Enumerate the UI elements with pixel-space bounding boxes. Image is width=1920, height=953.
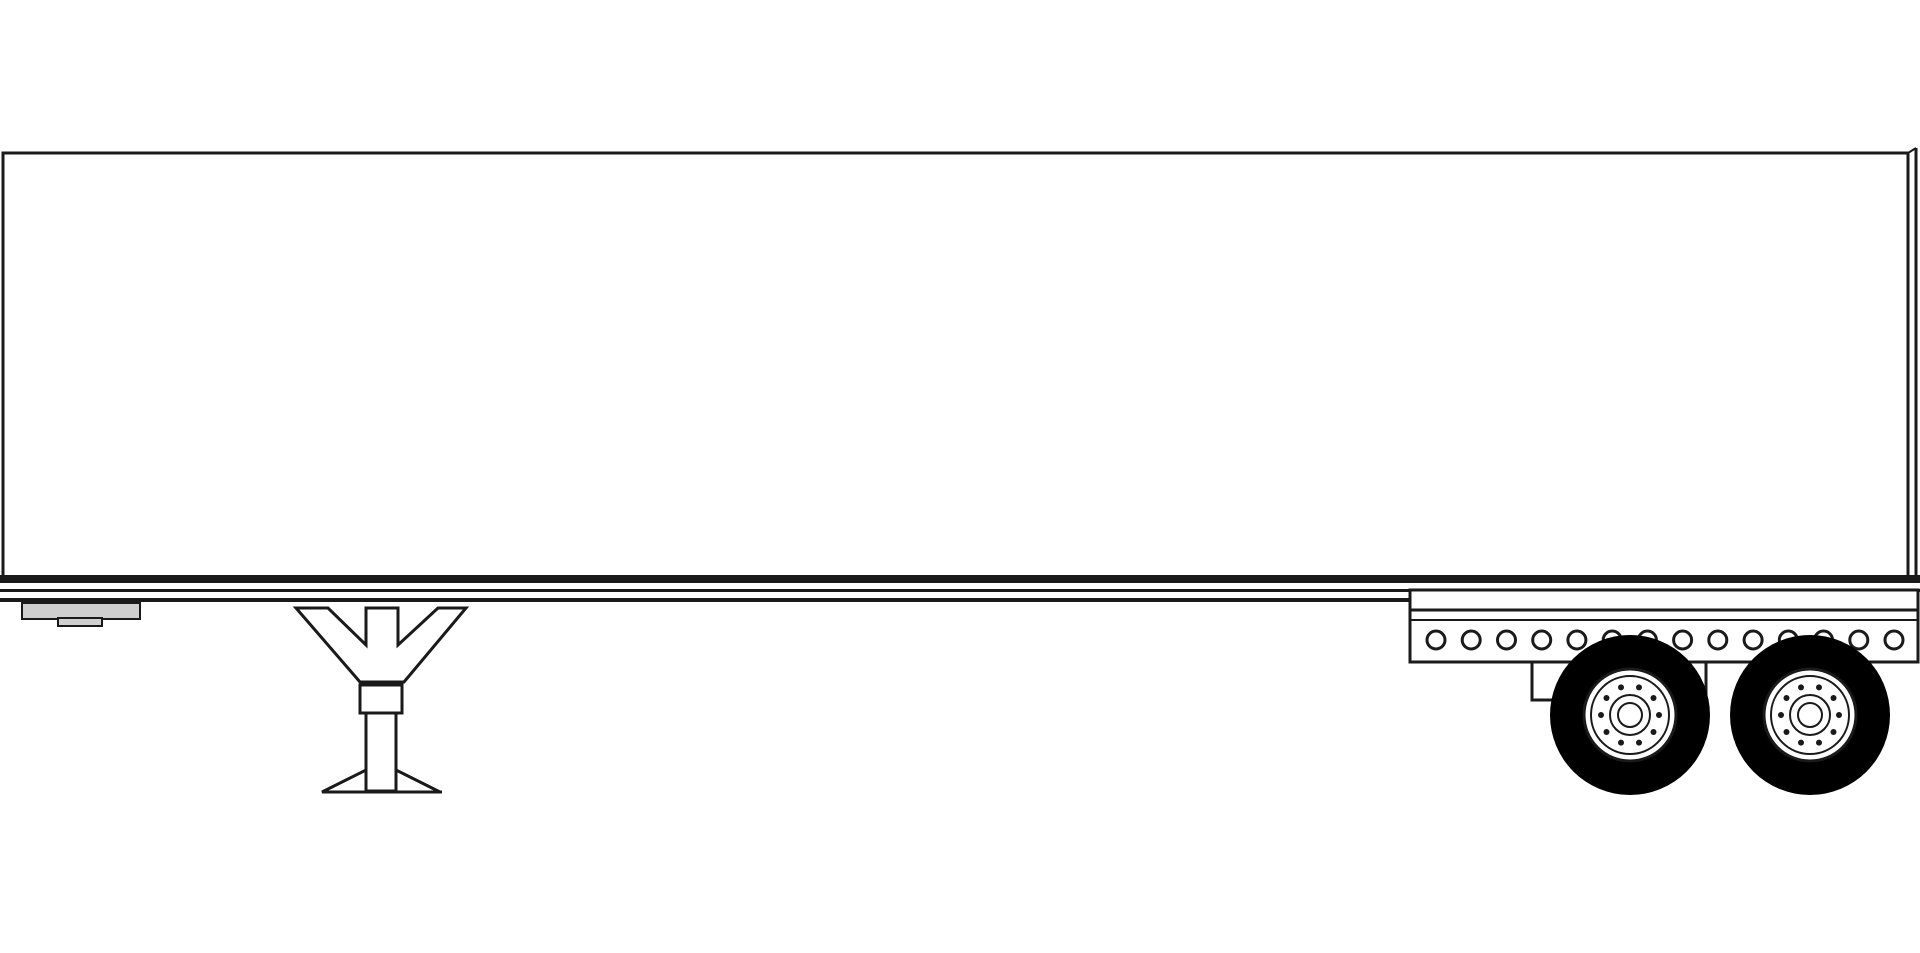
- wheel-bolt: [1636, 739, 1642, 746]
- bogie-hole: [1742, 629, 1764, 651]
- wheel-bolt: [1798, 684, 1804, 691]
- wheel-bolt: [1598, 712, 1604, 718]
- bogie-hole: [1707, 629, 1729, 651]
- wheel-bolt: [1783, 729, 1790, 735]
- landing-gear-leg: [364, 711, 398, 793]
- bogie-hole: [1672, 629, 1694, 651]
- floor-rail-gap: [0, 583, 1920, 589]
- wheel-rim-inner: [1590, 675, 1670, 755]
- wheel-bolt: [1618, 684, 1624, 691]
- wheel-bolt: [1656, 712, 1662, 718]
- kingpin-plate-lower: [57, 617, 103, 627]
- wheel-hub-cap: [1797, 702, 1823, 728]
- wheel-bolt: [1816, 684, 1822, 691]
- wheel: [1550, 635, 1710, 795]
- landing-gear: [292, 606, 470, 794]
- wheel-bolt: [1836, 712, 1842, 718]
- wheel-bolt: [1778, 712, 1784, 718]
- floor-rail-top: [0, 575, 1920, 583]
- bogie-hole: [1848, 629, 1870, 651]
- wheel-hub-cap: [1617, 702, 1643, 728]
- wheel-rim-inner: [1770, 675, 1850, 755]
- trailer-box: [1, 147, 1918, 585]
- kingpin-plate: [21, 602, 141, 627]
- trailer-rear-door-edge-inner: [1907, 147, 1917, 154]
- bogie-hole: [1460, 629, 1482, 651]
- floor-rail-mid: [0, 589, 1920, 592]
- wheel-bolt: [1798, 739, 1804, 746]
- wheel-bolt: [1618, 739, 1624, 746]
- wheels: [1550, 635, 1890, 795]
- bogie-hole: [1496, 629, 1517, 651]
- floor-rail-bottom: [0, 598, 1410, 602]
- chassis-rails: [0, 575, 1920, 602]
- wheel-bolt: [1650, 695, 1657, 701]
- wheel-bolt: [1603, 729, 1610, 735]
- landing-gear-collar: [358, 683, 404, 715]
- floor-rail-gap-2: [0, 592, 1920, 598]
- wheel-bolt: [1830, 695, 1837, 701]
- wheel-bolt: [1783, 695, 1790, 701]
- bogie-hole: [1883, 629, 1905, 651]
- wheel-bolt: [1636, 684, 1642, 691]
- bogie-hole: [1566, 629, 1588, 651]
- bogie-hole: [1531, 629, 1553, 651]
- kingpin-plate-upper: [21, 602, 141, 620]
- wheel-bolt: [1650, 729, 1657, 735]
- trailer-box-outline: [1, 151, 1910, 580]
- wheel-bolt: [1603, 695, 1610, 701]
- wheel: [1730, 635, 1890, 795]
- landing-gear-brace: [292, 606, 470, 684]
- bogie-hole: [1425, 629, 1447, 651]
- suspension-hanger: [1530, 662, 1560, 702]
- wheel-bolt: [1830, 729, 1837, 735]
- wheel-bolt: [1816, 739, 1822, 746]
